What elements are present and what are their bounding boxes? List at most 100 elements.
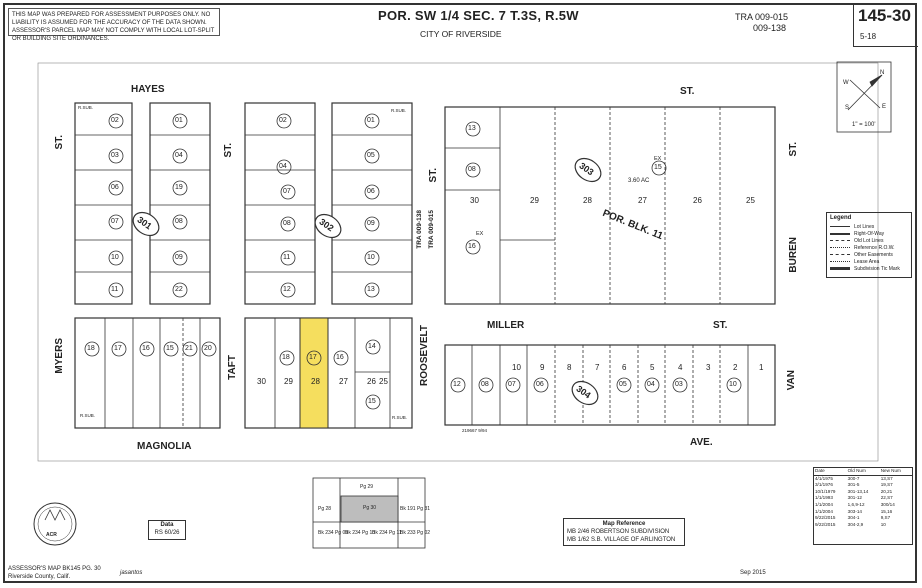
street-buren: BUREN [788,237,799,273]
legend-item: Reference R.O.W. [854,244,895,251]
street-roosevelt: ROOSEVELT [419,325,430,386]
highlighted-parcel [299,317,329,429]
legend-item: Lot Lines [854,223,875,230]
map-reference-line: MB 1/62 S.B. VILLAGE OF ARLINGTON [567,537,676,543]
inset-label: Bk 234 Pg 10 [345,530,376,536]
footer-county: Riverside County, Calif. [8,574,71,580]
data-box: Data RS 60/26 [148,520,186,540]
parcel-label: 15 [368,398,376,405]
parcel-label: 01 [175,117,183,124]
page-number: 145-30 [858,6,911,25]
parcel-label: 17 [309,354,317,361]
parcel-label: 03 [675,381,683,388]
footer-map-id: ASSESSOR'S MAP BK145 PG. 30 [8,566,101,572]
parcel-label: 02 [279,117,287,124]
parcel-label: 12 [283,286,291,293]
scale-label: 1" = 100' [852,122,876,128]
parcel-label: 08 [175,218,183,225]
lot-label: 4 [678,363,683,372]
lot-label: 25 [746,196,755,205]
parcel-label: 22 [175,286,183,293]
lot-label: 10 [512,363,521,372]
block-301b [149,102,211,305]
street-st-right-top: ST. [788,142,799,157]
street-magnolia: MAGNOLIA [137,441,192,452]
parcel-label: 05 [619,381,627,388]
rsub-label: R.SUB. [78,105,94,110]
lot-label: 25 [379,377,388,386]
parcel-label: 11 [283,254,291,261]
book-304-ellipse [571,380,599,406]
north-arrow-icon [836,61,892,133]
tra-codes: TRA 009-015 009-138 [735,12,788,34]
parcel-label: 17 [114,345,122,352]
lot-label: 9 [540,363,545,372]
lot-label: 26 [693,196,702,205]
parcel-label: 10 [111,254,119,261]
parcel-label: 03 [111,152,119,159]
ref-label: 219667 9/94 [462,428,488,433]
ex-label: EX [476,231,484,237]
street-myers: MYERS [54,338,65,374]
assessor-seal-icon [33,502,77,546]
compass-e: E [882,104,887,110]
inset-label: Bk 191 Pg 31 [400,506,431,512]
parcel-label: 08 [283,220,291,227]
lot-label: 29 [284,377,293,386]
rsub-label: R.SUB. [80,413,96,418]
book-302-ellipse [314,213,342,239]
seal-text: ACR [46,532,57,538]
street-st-left: ST. [54,135,65,150]
tra-vertical-1: TRA 009-138 [416,210,423,249]
lot-label: 1 [759,363,764,372]
data-box-title: Data [160,522,174,528]
legend-item: Old Lot Lines [854,237,884,244]
block-302b [331,102,413,305]
parcel-label: 11 [111,286,119,293]
map-frame [3,3,917,583]
map-reference-line: MB 2/46 ROBERTSON SUBDIVISION [567,529,670,535]
lot-label: 28 [311,377,320,386]
street-van: VAN [786,370,797,391]
street-miller: MILLER [487,320,525,331]
parcel-label: 05 [367,152,375,159]
lot-label: 7 [595,363,600,372]
footer-author: jasantos [120,570,143,576]
rsub-label: R.SUB. [391,108,407,113]
street-ave: AVE. [690,437,713,448]
block-302a [244,102,316,305]
parcel-label: 21 [185,345,193,352]
legend-item: Lease Area [854,258,880,265]
rsub-label: R.SUB. [392,415,408,420]
parcel-label: 20 [204,345,212,352]
tra-code-1: TRA 009-015 [735,12,789,22]
street-st-mid: ST. [223,143,234,158]
parcel-label: 06 [111,184,119,191]
acreage-label: 3.60 AC [628,178,650,184]
parcel-label: 09 [367,220,375,227]
book-301-ellipse [132,211,160,237]
lot-label: 30 [470,196,479,205]
block-301a [74,102,133,305]
revision-number: 5-18 [860,32,877,41]
legend-title: Legend [830,215,852,221]
lot-label: 3 [706,363,711,372]
lot-label: 26 [367,377,376,386]
parcel-label: 19 [175,184,183,191]
parcel-label: 15 [166,345,174,352]
inset-label: Pg 29 [360,484,374,490]
street-miller-st: ST. [713,320,728,331]
data-box-value: RS 60/26 [154,530,180,536]
parcel-label: 08 [481,381,489,388]
street-hayes-st: ST. [680,86,695,97]
compass-s: S [845,105,850,111]
parcel-label: 07 [111,218,119,225]
parcel-label: 15 [654,164,662,171]
inset-subject-parcel [340,495,399,523]
parcel-label: 08 [468,166,476,173]
compass-w: W [843,80,849,86]
